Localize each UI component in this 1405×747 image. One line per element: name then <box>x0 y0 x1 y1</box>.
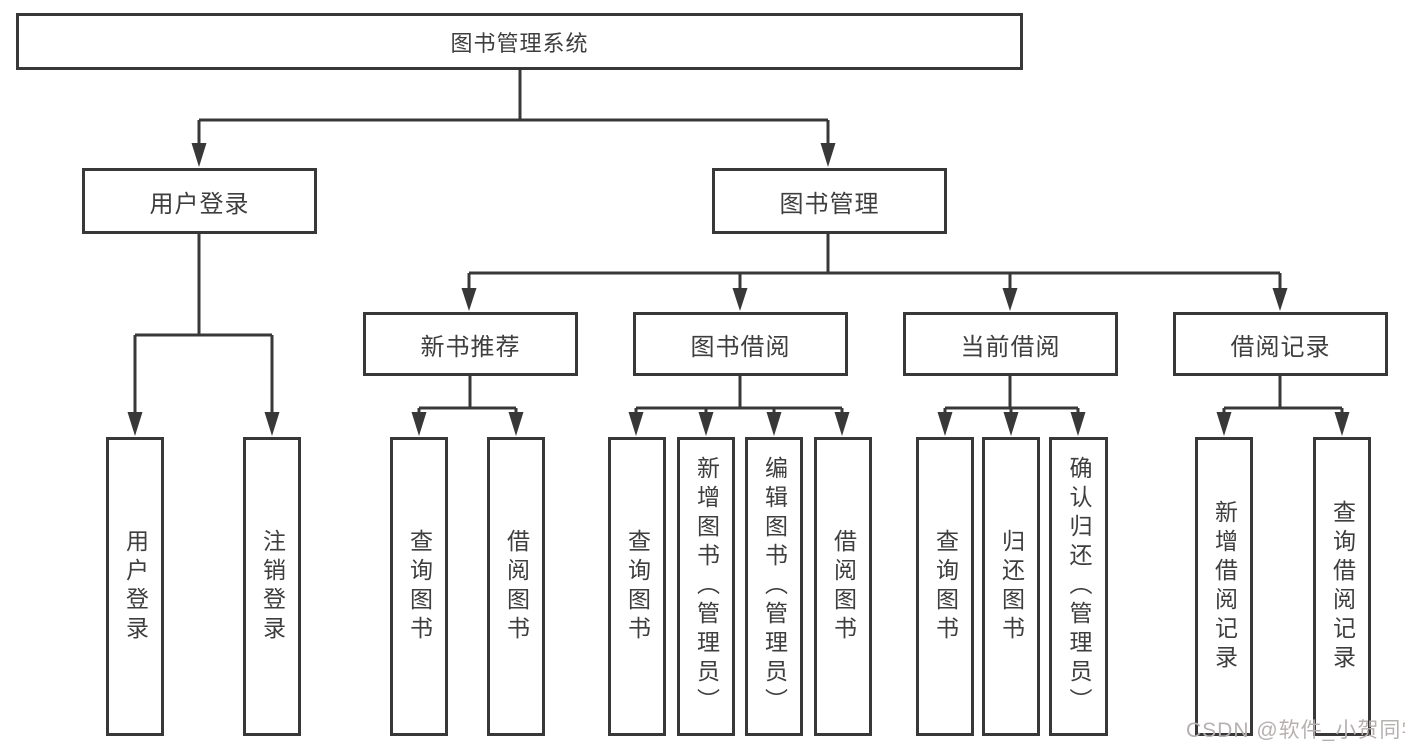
leaf-label: 查询图书 <box>406 528 433 645</box>
leaf-label: 新增图书（管理员） <box>693 456 720 717</box>
csdn-watermark: CSDN @软件_小贺同学 <box>1186 719 1405 742</box>
leaf-label: 查询图书 <box>932 528 959 645</box>
node-user-login: 用户登录 <box>82 168 317 234</box>
node-label: 图书借阅 <box>690 333 791 361</box>
leaf-label: 用户登录 <box>122 528 149 645</box>
node-label: 图书管理 <box>779 190 880 218</box>
leaf-label: 归还图书 <box>998 528 1025 645</box>
node-label: 新书推荐 <box>420 333 521 361</box>
node-current-borrowing: 当前借阅 <box>903 312 1118 376</box>
leaf-borrow-books-borrowing: 借阅图书 <box>814 437 872 736</box>
leaf-logout: 注销登录 <box>243 437 301 736</box>
leaf-borrow-books-recommend: 借阅图书 <box>487 437 545 736</box>
node-label: 图书管理系统 <box>450 30 589 56</box>
leaf-label: 新增借阅记录 <box>1211 499 1238 674</box>
node-book-borrowing: 图书借阅 <box>633 312 848 376</box>
node-label: 借阅记录 <box>1230 333 1331 361</box>
leaf-label: 查询借阅记录 <box>1329 499 1356 674</box>
leaf-confirm-return-admin: 确认归还（管理员） <box>1049 437 1108 736</box>
leaf-query-books-current: 查询图书 <box>916 437 974 736</box>
node-label: 当前借阅 <box>960 333 1061 361</box>
node-label: 用户登录 <box>149 190 250 218</box>
node-library-management-system: 图书管理系统 <box>16 13 1023 70</box>
leaf-edit-book-admin: 编辑图书（管理员） <box>745 437 803 736</box>
leaf-add-book-admin: 新增图书（管理员） <box>677 437 735 736</box>
leaf-label: 借阅图书 <box>830 528 857 645</box>
leaf-add-borrow-record: 新增借阅记录 <box>1195 437 1253 736</box>
leaf-label: 编辑图书（管理员） <box>761 456 788 717</box>
node-new-book-recommend: 新书推荐 <box>363 312 578 376</box>
leaf-user-login: 用户登录 <box>106 437 164 736</box>
node-borrowing-records: 借阅记录 <box>1173 312 1388 376</box>
leaf-label: 确认归还（管理员） <box>1066 456 1092 717</box>
leaf-label: 注销登录 <box>259 528 286 645</box>
leaf-query-books-borrowing: 查询图书 <box>608 437 666 736</box>
leaf-return-book: 归还图书 <box>982 437 1040 736</box>
node-book-management: 图书管理 <box>712 168 947 234</box>
leaf-label: 借阅图书 <box>503 528 530 645</box>
leaf-query-borrow-record: 查询借阅记录 <box>1313 437 1371 736</box>
leaf-label: 查询图书 <box>624 528 651 645</box>
leaf-query-books-recommend: 查询图书 <box>390 437 448 736</box>
